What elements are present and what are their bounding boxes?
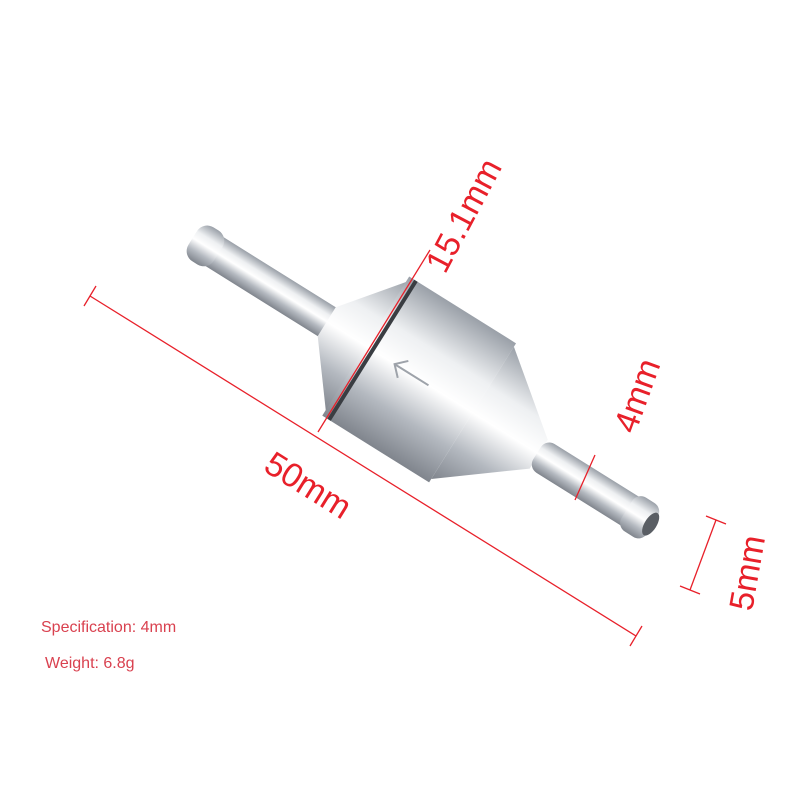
length-label: 50mm [258,445,358,527]
housing-seam [327,279,418,421]
right-cone [431,346,548,480]
specification-text: Specification: 4mm [41,619,177,636]
length-dimension-line [89,295,637,637]
length-tick-right [629,625,643,647]
outer-dimension-line [689,519,717,591]
flow-arrow-icon [393,359,430,387]
inner-label: 4mm [607,354,669,438]
outer-tick-bottom [679,585,701,595]
right-tube [531,442,656,535]
diameter-label: 15.1mm [419,152,510,278]
inner-dimension-line [574,454,596,501]
diameter-dimension-line [317,249,431,433]
filter-body [186,225,660,539]
outer-label: 5mm [722,532,773,613]
left-tube [188,228,342,338]
outer-tick-top [705,515,727,525]
tube-opening [642,512,660,536]
weight-text: Weight: 6.8g [45,655,135,672]
length-tick-left [83,285,97,307]
left-barb [186,225,225,267]
dimension-lines [83,249,727,647]
